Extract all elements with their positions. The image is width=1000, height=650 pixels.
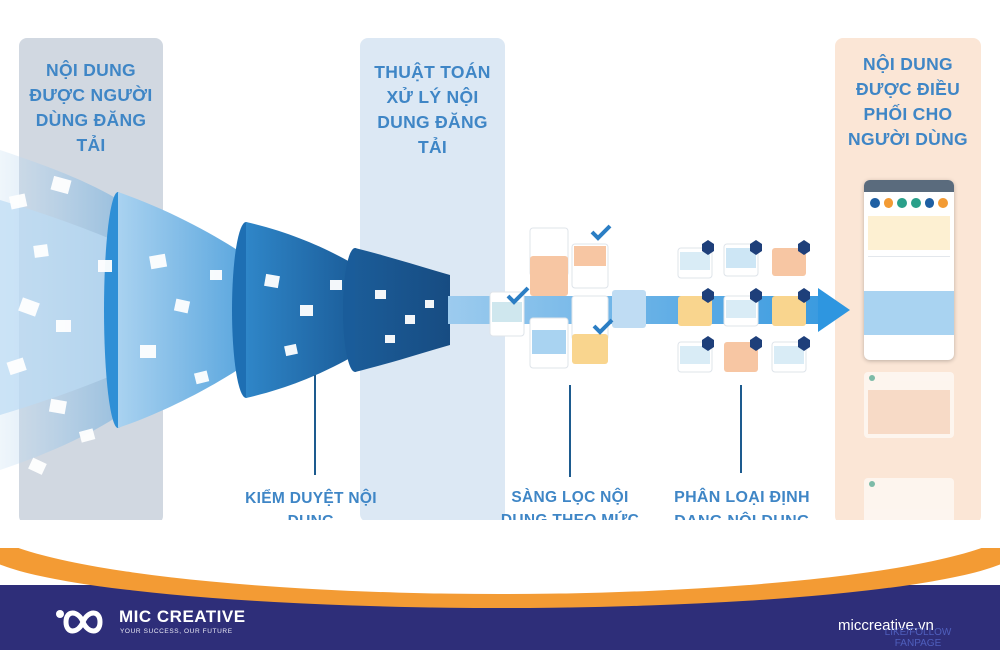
distributed-content-label: NỘI DUNG ĐƯỢC ĐIỀU PHỐI CHO NGƯỜI DÙNG <box>848 54 968 149</box>
uploaded-content-label: NỘI DUNG ĐƯỢC NGƯỜI DÙNG ĐĂNG TẢI <box>29 60 153 155</box>
algorithm-label: THUẬT TOÁN XỬ LÝ NỘI DUNG ĐĂNG TẢI <box>374 62 491 157</box>
phone-mockup <box>864 180 954 360</box>
follow-fanpage-link[interactable]: LIKE/FOLLOW FANPAGE <box>884 627 952 649</box>
website-link[interactable]: miccreative.vn <box>838 617 934 634</box>
avatar <box>938 198 949 208</box>
classified-cards <box>677 240 810 373</box>
brand-slogan: YOUR SUCCESS, OUR FUTURE <box>120 628 233 635</box>
filtering-connector <box>569 385 571 477</box>
avatar <box>883 198 894 208</box>
feed-post <box>868 256 950 287</box>
avatar <box>897 198 908 208</box>
avatar <box>924 198 935 208</box>
feed-post-image <box>864 291 954 335</box>
moderation-connector <box>314 375 316 475</box>
avatar <box>870 198 880 208</box>
brand-name: MIC CREATIVE <box>119 607 246 626</box>
story-avatars <box>864 192 954 208</box>
filter-cards <box>489 224 646 369</box>
classification-connector <box>740 385 742 473</box>
phone-status-bar <box>864 180 954 192</box>
mic-creative-logo-icon <box>56 610 103 634</box>
feed-post <box>868 216 950 250</box>
feed-cards <box>864 372 954 524</box>
avatar <box>911 198 921 208</box>
